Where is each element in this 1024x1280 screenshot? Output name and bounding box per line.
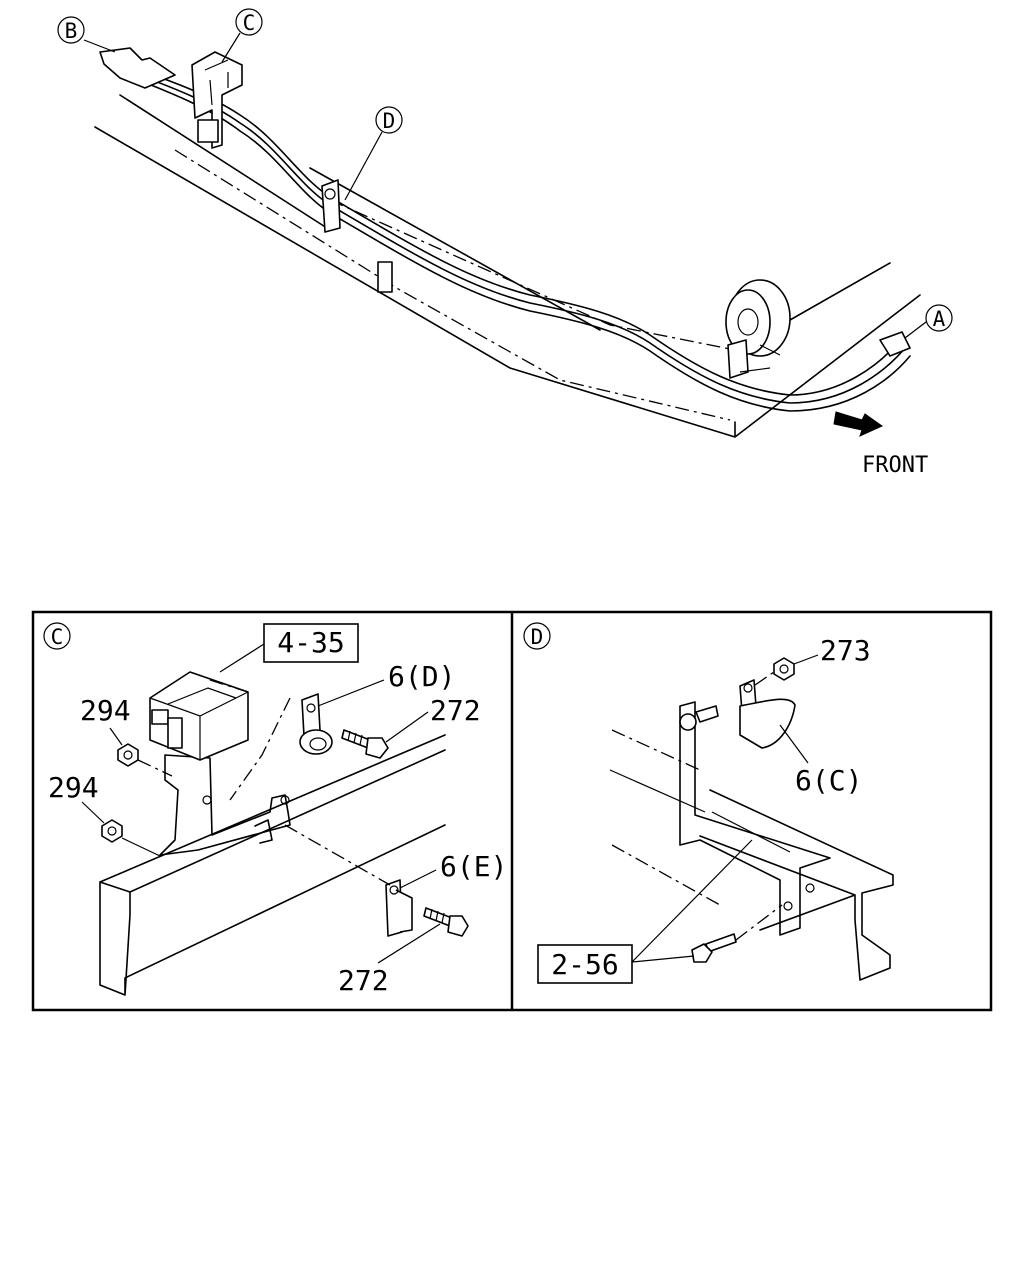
- bracket-c: [191, 51, 243, 149]
- crossmember-upper: [309, 167, 891, 331]
- pipe-end-a: [879, 331, 911, 357]
- label-294-upper: 294: [80, 694, 131, 727]
- frame-rail: [94, 94, 921, 438]
- detail-c: C 4-35 294 294: [43, 622, 507, 997]
- frame-member-d: [699, 789, 894, 981]
- label-272-upper: 272: [430, 694, 481, 727]
- frame-centerline: [174, 149, 731, 421]
- crossmember-dash: [329, 199, 761, 356]
- bolt-272-lower: [423, 907, 469, 937]
- callout-a-circle: [925, 304, 953, 332]
- detail-c-callout: C: [51, 625, 64, 649]
- overview-drawing: FRONT B C D A: [57, 8, 953, 478]
- clip-6d: [299, 693, 333, 755]
- bolt-272-upper: [341, 729, 389, 759]
- frame-centerline-d: [611, 729, 721, 906]
- callout-d: D: [383, 109, 396, 133]
- callout-b: B: [65, 19, 78, 43]
- detail-d: D 6(C) 273 2-56: [523, 622, 894, 984]
- label-294-lower: 294: [48, 771, 99, 804]
- ref-label-4-35: 4-35: [277, 626, 344, 659]
- ref-label-2-56: 2-56: [551, 948, 618, 981]
- callout-c: C: [243, 11, 256, 35]
- bolt-2-56: [691, 933, 737, 963]
- stud-bolt-d: [695, 705, 719, 723]
- label-6d: 6(D): [388, 660, 455, 693]
- callout-a: A: [933, 307, 946, 331]
- bracket-d: [321, 179, 393, 293]
- nut-273: [773, 657, 795, 681]
- nut-294-lower: [101, 819, 123, 843]
- junction-box: [149, 671, 249, 761]
- l-bracket-d: [679, 701, 831, 936]
- callout-c-circle: [235, 8, 263, 36]
- front-arrow-icon: [833, 411, 884, 437]
- pipe-bundle: [109, 59, 911, 412]
- callout-d-circle: [375, 106, 403, 134]
- ref-box-2-56: [537, 944, 633, 984]
- label-273: 273: [820, 634, 871, 667]
- bracket-plate-c: [159, 754, 291, 856]
- label-272-lower: 272: [338, 964, 389, 997]
- clip-6e: [385, 879, 413, 937]
- pipe-end-b: [99, 47, 176, 89]
- tire-carrier: [725, 279, 791, 379]
- nut-294-upper: [117, 743, 139, 767]
- callout-b-circle: [57, 16, 85, 44]
- label-6c: 6(C): [795, 764, 862, 797]
- label-6e: 6(E): [440, 850, 507, 883]
- frame-member-c: [99, 734, 446, 996]
- detail-d-callout: D: [531, 625, 544, 649]
- front-label: FRONT: [862, 453, 928, 478]
- clip-6c: [739, 679, 796, 749]
- ref-box-4-35: [263, 623, 359, 663]
